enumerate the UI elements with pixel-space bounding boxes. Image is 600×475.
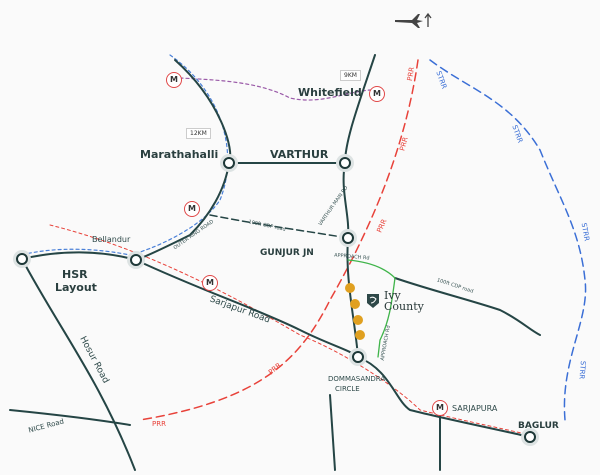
airplane-icon	[395, 14, 423, 28]
label-hsr-layout: Layout	[55, 281, 97, 294]
label-bellandur: Bellandur	[92, 235, 131, 244]
label-whitefield: Whitefield	[298, 86, 362, 99]
strr-road	[429, 59, 587, 421]
metro-icon: M	[432, 400, 448, 416]
junction-icon	[339, 229, 357, 247]
label-dommasandra-circle: CIRCLE	[335, 385, 360, 393]
label-hsr: HSR	[62, 268, 88, 281]
prr-road	[139, 59, 419, 421]
amenity-icon	[350, 299, 360, 309]
gunjur-dommasandra	[346, 237, 359, 358]
metro-icon: M	[202, 275, 218, 291]
cdp-road-dashed	[209, 214, 349, 239]
label-strr-4: STRR	[577, 360, 588, 380]
junction-icon	[220, 154, 238, 172]
label-varthur: VARTHUR	[270, 148, 329, 161]
nice-road	[9, 409, 131, 426]
brand-line1: Ivy	[384, 289, 401, 302]
whitefield-link	[179, 77, 371, 101]
metro-icon: M	[369, 86, 385, 102]
label-baglur: BAGLUR	[518, 421, 559, 431]
junction-icon	[336, 154, 354, 172]
junction-icon	[13, 250, 31, 268]
ivy-county-logo	[367, 294, 379, 308]
distance-marathahalli: 12KM	[186, 128, 211, 139]
whitefield-road	[342, 54, 376, 239]
label-gunjur: GUNJUR JN	[260, 248, 314, 258]
approach-road	[347, 259, 396, 358]
label-sarjapura: SARJAPURA	[452, 404, 498, 413]
amenity-icon	[353, 315, 363, 325]
junction-icon	[349, 348, 367, 366]
metro-icon: M	[184, 201, 200, 217]
amenity-icons	[345, 283, 365, 340]
metro-line-sarjapur	[49, 224, 531, 436]
hosur-road	[21, 258, 136, 471]
distance-whitefield: 9KM	[340, 70, 361, 81]
metro-icon: M	[166, 72, 182, 88]
junctions	[13, 154, 539, 446]
arrow-up-icon	[424, 12, 432, 27]
amenity-icon	[355, 330, 365, 340]
dommasandra-south	[329, 394, 336, 471]
label-marathahalli: Marathahalli	[140, 148, 219, 161]
label-prr-5: PRR	[152, 420, 166, 428]
brand-line2: County	[384, 300, 424, 313]
label-dommasandra: DOMMASANDRA	[328, 375, 386, 383]
orr-road	[21, 59, 232, 262]
junction-icon	[127, 251, 145, 269]
junction-icon	[521, 428, 539, 446]
cdp-road	[394, 277, 541, 336]
amenity-icon	[345, 283, 355, 293]
